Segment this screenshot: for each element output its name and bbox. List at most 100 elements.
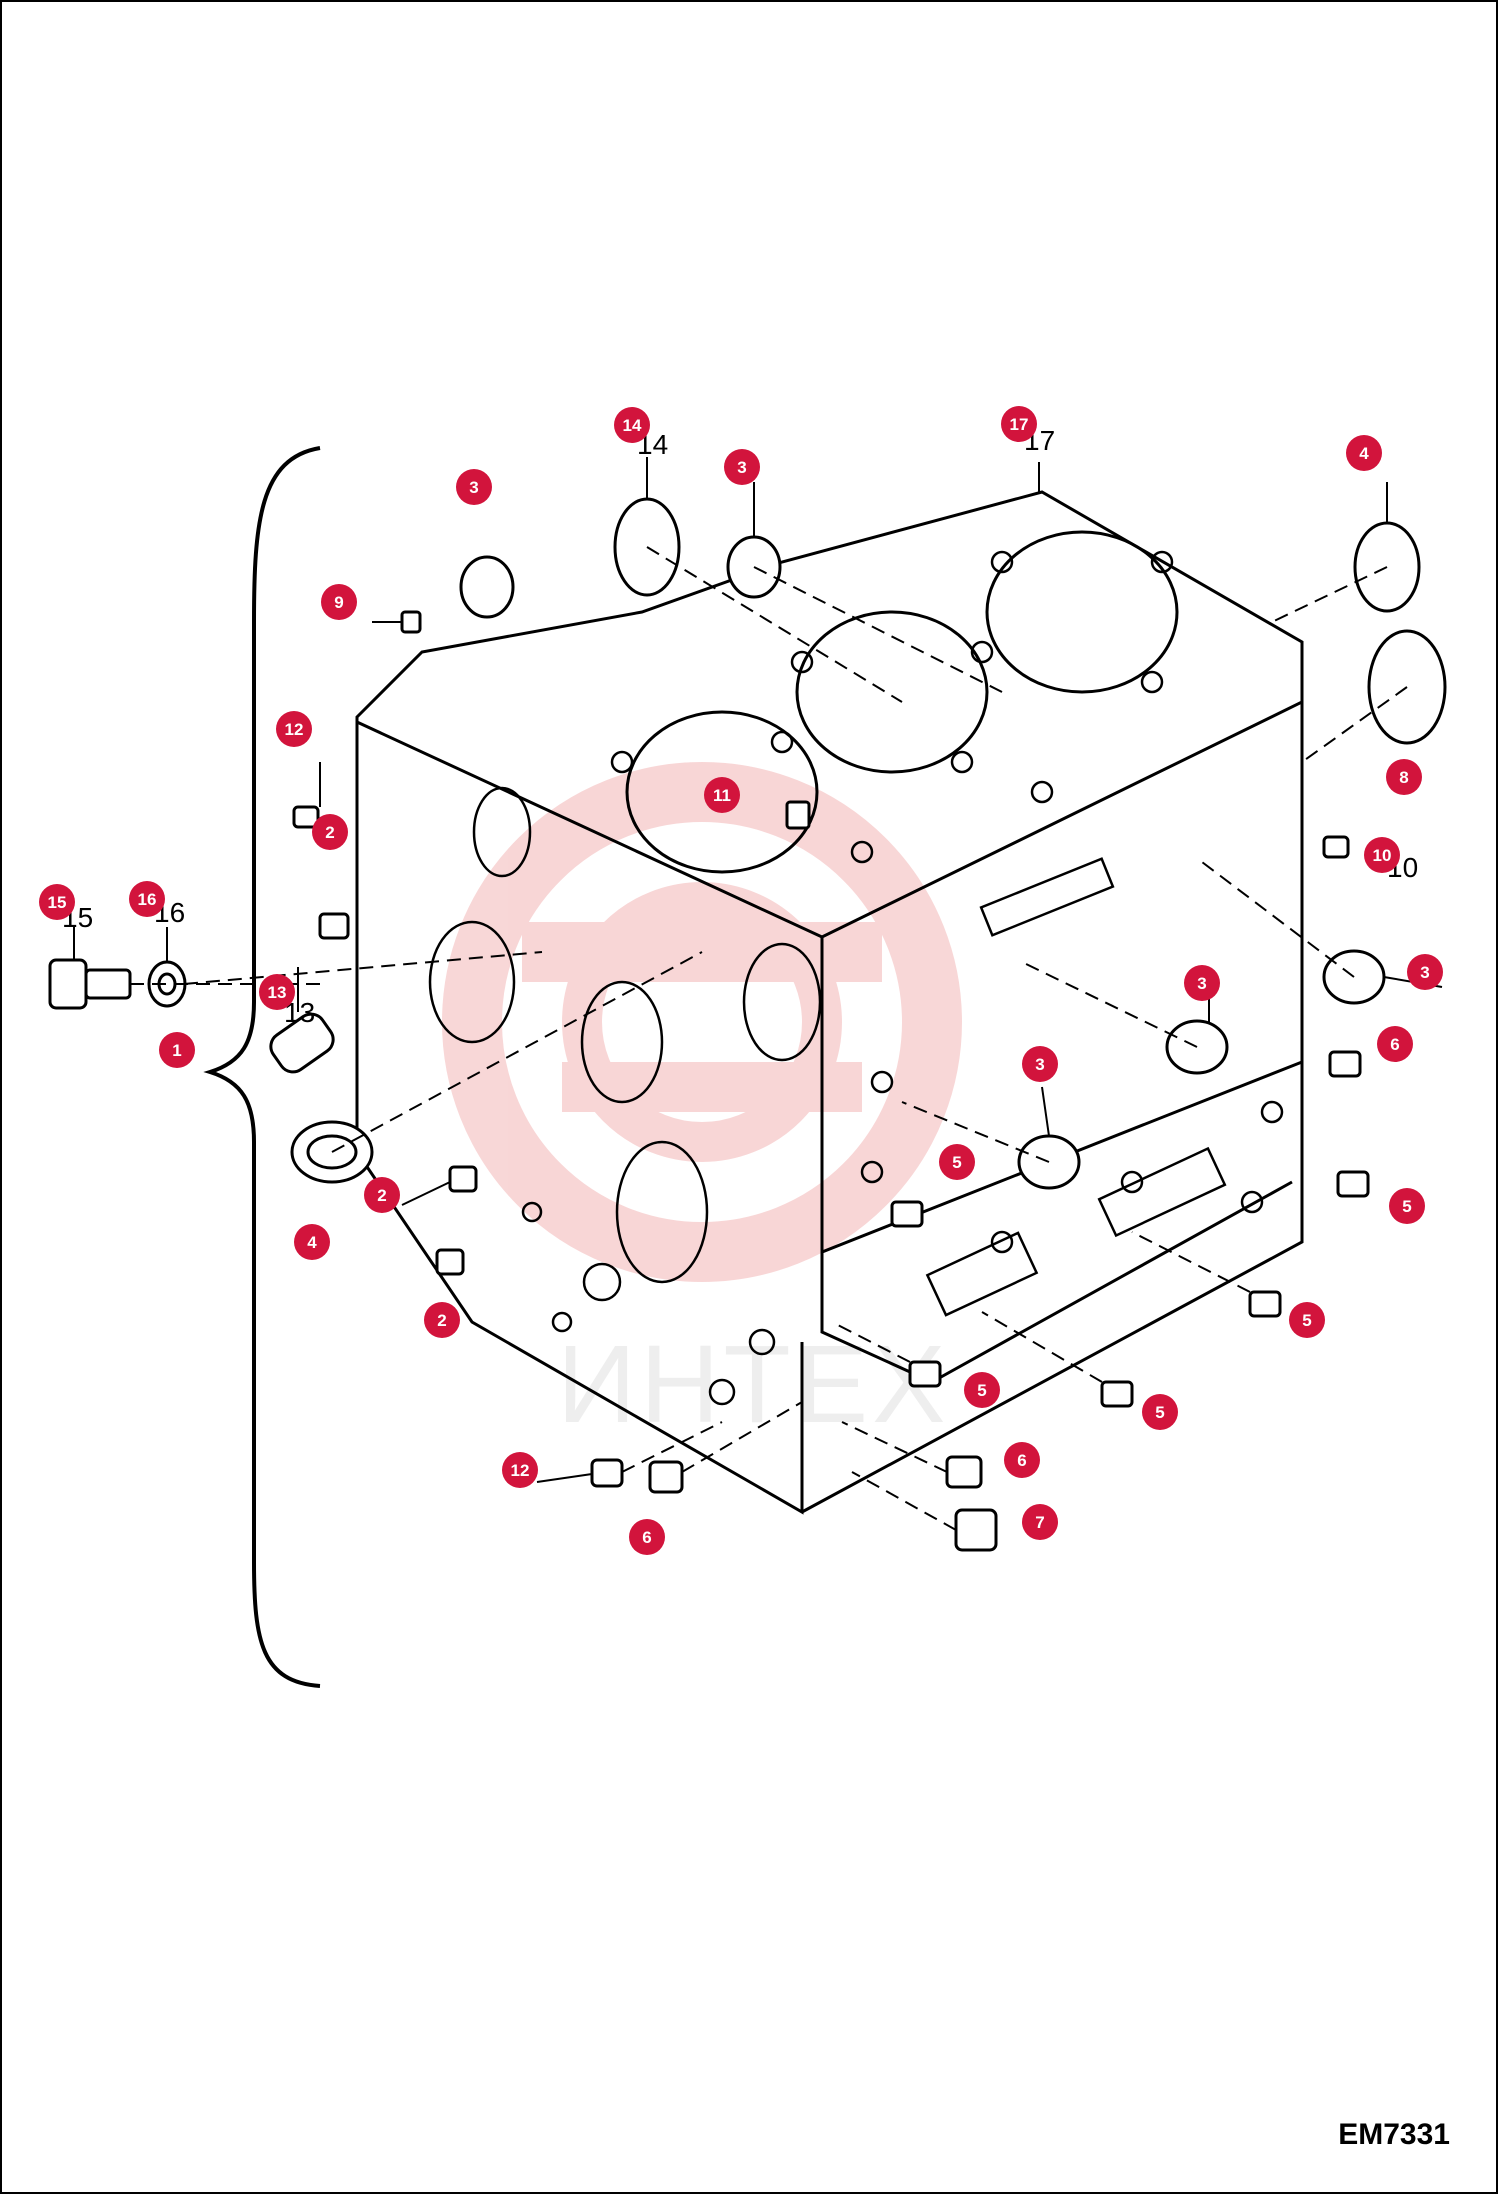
callout-14: 14 — [614, 407, 650, 443]
callout-13: 13 — [259, 974, 295, 1010]
block-holes — [428, 550, 1284, 1406]
callout-circle — [1346, 435, 1382, 471]
callout-number: 7 — [1035, 1513, 1044, 1532]
callout-6: 6 — [629, 1519, 665, 1555]
callout-circle — [1142, 1394, 1178, 1430]
callout-circle — [1377, 1026, 1413, 1062]
callout-number: 1 — [172, 1041, 181, 1060]
callout-number: 5 — [1155, 1403, 1164, 1422]
watermark-text: ИНТЕХ — [557, 1323, 949, 1446]
callout-number: 13 — [268, 983, 287, 1002]
callout-circle — [1022, 1504, 1058, 1540]
callout-number: 3 — [469, 478, 478, 497]
callout-number: 6 — [642, 1528, 651, 1547]
callout-number: 5 — [977, 1381, 986, 1400]
callout-circle — [1364, 837, 1400, 873]
callout-circle — [312, 814, 348, 850]
callout-number: 10 — [1373, 846, 1392, 865]
callout-3: 3 — [724, 449, 760, 485]
callout-circle — [1001, 406, 1037, 442]
cylinder-bores — [625, 530, 1179, 874]
callout-12: 12 — [502, 1452, 538, 1488]
callout-number: 9 — [334, 593, 343, 612]
callout-circle — [704, 777, 740, 813]
callout-circle — [294, 1224, 330, 1260]
callout-2: 2 — [312, 814, 348, 850]
callout-3: 3 — [1022, 1046, 1058, 1082]
callout-10: 10 — [1364, 837, 1400, 873]
callout-circle — [1386, 759, 1422, 795]
callout-number: 8 — [1399, 768, 1408, 787]
callout-circle — [1289, 1302, 1325, 1338]
callout-7: 7 — [1022, 1504, 1058, 1540]
callout-circle — [1004, 1442, 1040, 1478]
callout-circle — [1389, 1188, 1425, 1224]
callout-number: 17 — [1010, 415, 1029, 434]
callout-5: 5 — [939, 1144, 975, 1180]
callout-circle — [964, 1372, 1000, 1408]
callout-5: 5 — [964, 1372, 1000, 1408]
callout-circle — [259, 974, 295, 1010]
callout-3: 3 — [1407, 954, 1443, 990]
callout-number: 3 — [737, 458, 746, 477]
callout-number: 5 — [952, 1153, 961, 1172]
callout-12: 12 — [276, 711, 312, 747]
callout-number: 2 — [325, 823, 334, 842]
callout-circle — [159, 1032, 195, 1068]
callout-2: 2 — [364, 1177, 400, 1213]
callout-number: 6 — [1390, 1035, 1399, 1054]
callout-circle — [424, 1302, 460, 1338]
callout-circle — [502, 1452, 538, 1488]
callout-number: 2 — [437, 1311, 446, 1330]
callout-circle — [129, 881, 165, 917]
callout-number: 14 — [623, 416, 642, 435]
callout-2: 2 — [424, 1302, 460, 1338]
document-code: EM7331 — [1338, 2118, 1450, 2151]
callout-number: 3 — [1197, 974, 1206, 993]
callout-markers: 15 16 1 13 12 2 9 3 14 3 17 4 8 11 10 3 3 6 3 5 5 2 4 2 5 5 5 6 12 6 7 — [39, 406, 1443, 1555]
callout-9: 9 — [321, 584, 357, 620]
leader-lines — [73, 457, 1443, 1531]
callout-number: 4 — [1359, 444, 1369, 463]
callout-number: 4 — [307, 1233, 317, 1252]
callout-number: 5 — [1302, 1311, 1311, 1330]
callout-circle — [456, 469, 492, 505]
callout-number: 16 — [138, 890, 157, 909]
callout-6: 6 — [1377, 1026, 1413, 1062]
callout-16: 16 — [129, 881, 165, 917]
callout-number: 2 — [377, 1186, 386, 1205]
callout-circle — [276, 711, 312, 747]
watermark-logo: ИНТЕХ — [442, 762, 962, 1446]
callout-4: 4 — [1346, 435, 1382, 471]
callout-circle — [364, 1177, 400, 1213]
callout-1: 1 — [159, 1032, 195, 1068]
callout-circle — [1407, 954, 1443, 990]
callout-circle — [1022, 1046, 1058, 1082]
callout-5: 5 — [1142, 1394, 1178, 1430]
callout-circle — [614, 407, 650, 443]
callout-number: 12 — [511, 1461, 530, 1480]
callout-6: 6 — [1004, 1442, 1040, 1478]
callout-5: 5 — [1389, 1188, 1425, 1224]
callout-number: 5 — [1402, 1197, 1411, 1216]
callout-number: 15 — [48, 893, 67, 912]
callout-circle — [724, 449, 760, 485]
callout-15: 15 — [39, 884, 75, 920]
callout-5: 5 — [1289, 1302, 1325, 1338]
callout-17: 17 — [1001, 406, 1037, 442]
callout-11: 11 — [704, 777, 740, 813]
callout-circle — [39, 884, 75, 920]
callout-circle — [629, 1519, 665, 1555]
callout-circle — [321, 584, 357, 620]
callout-3: 3 — [456, 469, 492, 505]
callout-circle — [1184, 965, 1220, 1001]
callout-4: 4 — [294, 1224, 330, 1260]
assembly-brace — [203, 446, 321, 1688]
callout-number: 6 — [1017, 1451, 1026, 1470]
callout-number: 12 — [285, 720, 304, 739]
callout-number: 11 — [713, 786, 731, 805]
callout-circle — [939, 1144, 975, 1180]
callout-8: 8 — [1386, 759, 1422, 795]
